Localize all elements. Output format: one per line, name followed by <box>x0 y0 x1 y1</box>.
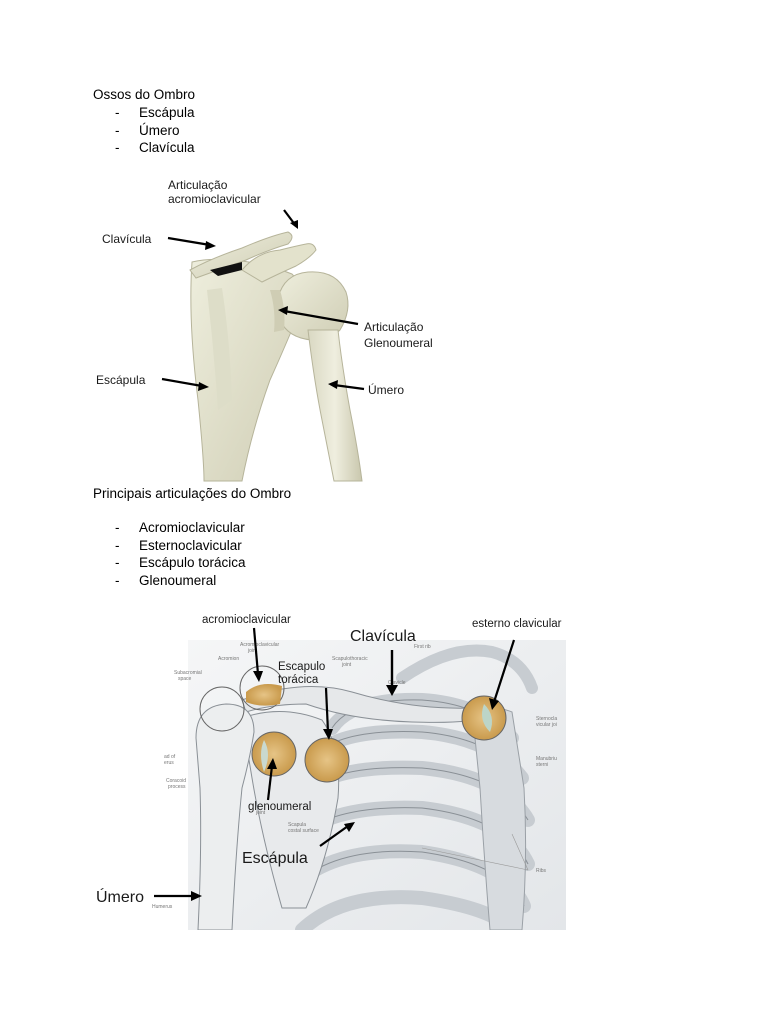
small-label: Acromioclavicular <box>240 642 280 648</box>
arrowhead-icon <box>191 891 202 901</box>
label-umero: Úmero <box>96 887 144 906</box>
label-glenoumeral: glenoumeral <box>248 801 311 813</box>
label-articulacao-acromioclavicular: Articulação <box>168 178 228 192</box>
small-label: Ribs <box>536 868 547 874</box>
label-umero: Úmero <box>368 382 404 397</box>
arrowhead-icon <box>323 729 333 740</box>
label-escapula: Escápula <box>242 850 308 867</box>
section1-title: Ossos do Ombro <box>93 87 196 102</box>
label-acromioclavicular: acromioclavicular <box>168 192 261 206</box>
small-label: vicular joi <box>536 722 557 728</box>
label-clavicula: Clavícula <box>350 628 416 645</box>
label-toracica: torácica <box>278 674 319 686</box>
label-glenoumeral: Glenoumeral <box>364 336 433 350</box>
small-label: space <box>178 676 192 682</box>
arrowhead-icon <box>278 306 288 315</box>
arrowhead-icon <box>386 685 398 696</box>
arrowhead-icon <box>205 241 216 250</box>
scapulothoracic-circle <box>304 737 350 783</box>
shoulder-joints-figure: Acromioclavicular joint Acromion Subacro… <box>96 614 566 930</box>
small-label: Scapula <box>288 822 306 828</box>
label-esterno-clavicular: esterno clavicular <box>472 618 562 630</box>
small-label: Humerus <box>152 904 173 910</box>
arrowhead-icon <box>253 671 263 682</box>
small-label: process <box>168 784 186 790</box>
small-label: erus <box>164 760 174 766</box>
small-label: Subacromial <box>174 670 202 676</box>
small-label: Coracoid <box>166 778 186 784</box>
label-escapula: Escápula <box>96 373 146 387</box>
shoulder-bones-figure: Articulação acromioclavicular Clavícula … <box>96 178 433 482</box>
arrowhead-icon <box>198 382 209 391</box>
label-acromioclavicular: acromioclavicular <box>202 614 291 626</box>
small-label: Acromion <box>218 656 239 662</box>
humerus-head <box>277 271 349 341</box>
subacromial-circle <box>199 686 245 732</box>
arrowhead-icon <box>328 380 338 389</box>
arrowhead-icon <box>344 822 355 832</box>
small-label: Manubriu <box>536 756 557 762</box>
acromioclavicular-circle <box>239 665 285 711</box>
glenohumeral-circle <box>251 731 297 777</box>
humerus-bone <box>195 703 255 930</box>
humerus-shaft <box>307 329 363 482</box>
small-label: sterni <box>536 762 548 768</box>
label-articulacao-glenoumeral: Articulação <box>364 320 424 334</box>
small-label: Clavicle <box>388 680 406 686</box>
small-label: joint <box>255 810 266 816</box>
arrowhead-icon <box>290 220 298 229</box>
section2-title: Principais articulações do Ombro <box>93 486 292 501</box>
small-label: First rib <box>414 644 431 650</box>
arrowhead-icon <box>489 698 499 710</box>
small-label: joint <box>247 648 258 654</box>
small-label: Scapulothoracic <box>332 656 368 662</box>
small-label: ad of <box>164 754 176 760</box>
small-label: costal surface <box>288 828 319 834</box>
label-clavicula: Clavícula <box>102 232 152 246</box>
small-label: joint <box>341 662 352 668</box>
label-escapulo: Escapulo <box>278 661 325 673</box>
arrowhead-icon <box>267 758 277 769</box>
small-label: Sternocla <box>536 716 557 722</box>
